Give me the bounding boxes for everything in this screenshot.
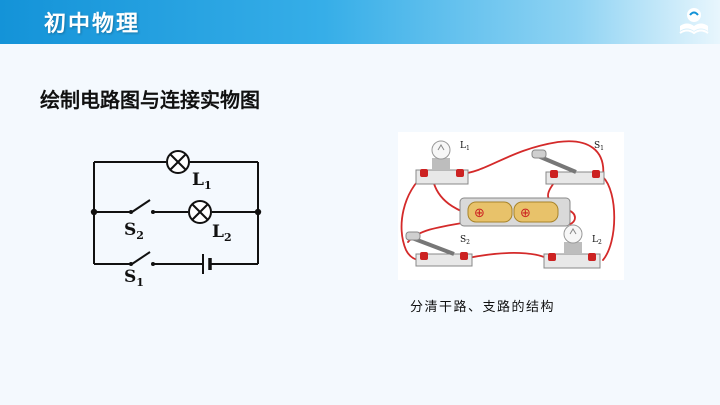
lamp-l2-holder — [543, 224, 601, 269]
svg-text:S2: S2 — [460, 235, 470, 246]
switch-s2 — [405, 231, 473, 267]
header-bar: 初中物理 — [0, 0, 720, 44]
svg-text:⊕: ⊕ — [474, 206, 485, 221]
course-title: 初中物理 — [44, 11, 141, 37]
book-logo-icon — [679, 8, 709, 35]
svg-text:S1: S1 — [124, 267, 144, 289]
lamp-l1-symbol — [166, 150, 190, 174]
svg-text:L1: L1 — [460, 141, 470, 152]
svg-text:L1: L1 — [192, 170, 212, 192]
svg-text:S2: S2 — [124, 220, 144, 242]
circuit-schematic: L1 L2 S2 S1 — [90, 150, 262, 289]
svg-text:L2: L2 — [212, 222, 232, 244]
svg-text:S1: S1 — [594, 141, 604, 152]
battery-symbol — [202, 254, 212, 274]
svg-text:⊕: ⊕ — [520, 206, 531, 221]
svg-text:L2: L2 — [592, 235, 602, 246]
figure-caption: 分清干路、支路的结构 — [410, 300, 556, 315]
slide-title: 绘制电路图与连接实物图 — [40, 88, 260, 112]
battery-box: ⊕ ⊕ — [459, 197, 571, 227]
physical-circuit-illustration: ⊕ ⊕ L1 S1 S2 L2 — [398, 132, 624, 280]
lamp-l1-holder — [415, 140, 469, 185]
lamp-l2-symbol — [188, 200, 212, 224]
switch-s1 — [531, 149, 605, 185]
